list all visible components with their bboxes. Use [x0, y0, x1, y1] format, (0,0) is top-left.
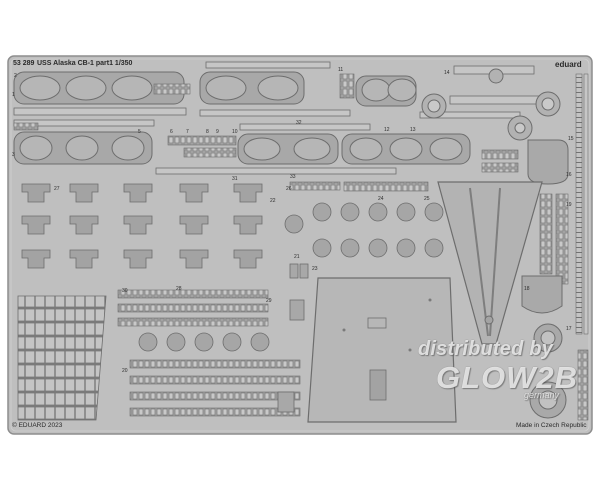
- part-number: 20: [122, 368, 128, 374]
- part-number: 5: [138, 129, 141, 135]
- part-number: 15: [568, 136, 574, 142]
- hatch-shapes: [521, 139, 569, 419]
- part-numbers: 1 2 3 5 6 7 8 9 10 11 12 13 14 15 16 17 …: [12, 67, 574, 374]
- part-number: 7: [186, 129, 189, 135]
- part-number: 24: [378, 196, 384, 202]
- part-number: 22: [270, 198, 276, 204]
- part-number: 26: [286, 186, 292, 192]
- part-number: 31: [232, 176, 238, 182]
- watermark-line3: germany: [524, 390, 560, 400]
- part-number: 30: [122, 288, 128, 294]
- part-number: 33: [290, 174, 296, 180]
- railing-sections: [17, 295, 107, 421]
- deck-plate: [307, 277, 457, 423]
- part-number: 28: [176, 286, 182, 292]
- bracket-grid: [21, 183, 263, 269]
- vertical-ladders: [539, 73, 589, 421]
- part-number: 2: [14, 73, 17, 79]
- part-number: 23: [312, 266, 318, 272]
- part-number: 10: [232, 129, 238, 135]
- round-fittings: [138, 202, 444, 352]
- part-number: 25: [424, 196, 430, 202]
- part-number: 21: [294, 254, 300, 260]
- watermark-logo: GLOW2B: [436, 360, 579, 395]
- part-number: 18: [524, 286, 530, 292]
- part-number: 8: [206, 129, 209, 135]
- copyright-text: © EDUARD 2023: [12, 422, 63, 429]
- product-code: 53 289: [13, 60, 35, 67]
- part-number: 1: [12, 92, 15, 98]
- part-number: 16: [566, 172, 572, 178]
- part-number: 19: [566, 202, 572, 208]
- brand-logo: eduard: [555, 60, 582, 69]
- part-number: 6: [170, 129, 173, 135]
- bow-plate: [437, 181, 543, 345]
- small-plates: [277, 263, 309, 413]
- part-number: 11: [338, 67, 343, 73]
- small-tab-rows: [117, 289, 301, 417]
- chain-links: [13, 73, 519, 192]
- made-in-text: Made in Czech Republic: [516, 422, 587, 429]
- part-number: 12: [384, 127, 390, 133]
- part-number: 9: [216, 129, 219, 135]
- watermark-line1: distributed by: [418, 338, 554, 360]
- part-number: 13: [410, 127, 416, 133]
- part-number: 29: [266, 298, 272, 304]
- round-parts: [421, 68, 561, 141]
- track-strips-top: [13, 71, 471, 165]
- product-title: USS Alaska CB-1 part1 1/350: [37, 60, 133, 67]
- part-number: 32: [296, 120, 302, 126]
- part-number: 14: [444, 70, 450, 76]
- part-number: 17: [566, 326, 572, 332]
- part-number: 27: [54, 186, 60, 192]
- part-number: 3: [12, 152, 15, 158]
